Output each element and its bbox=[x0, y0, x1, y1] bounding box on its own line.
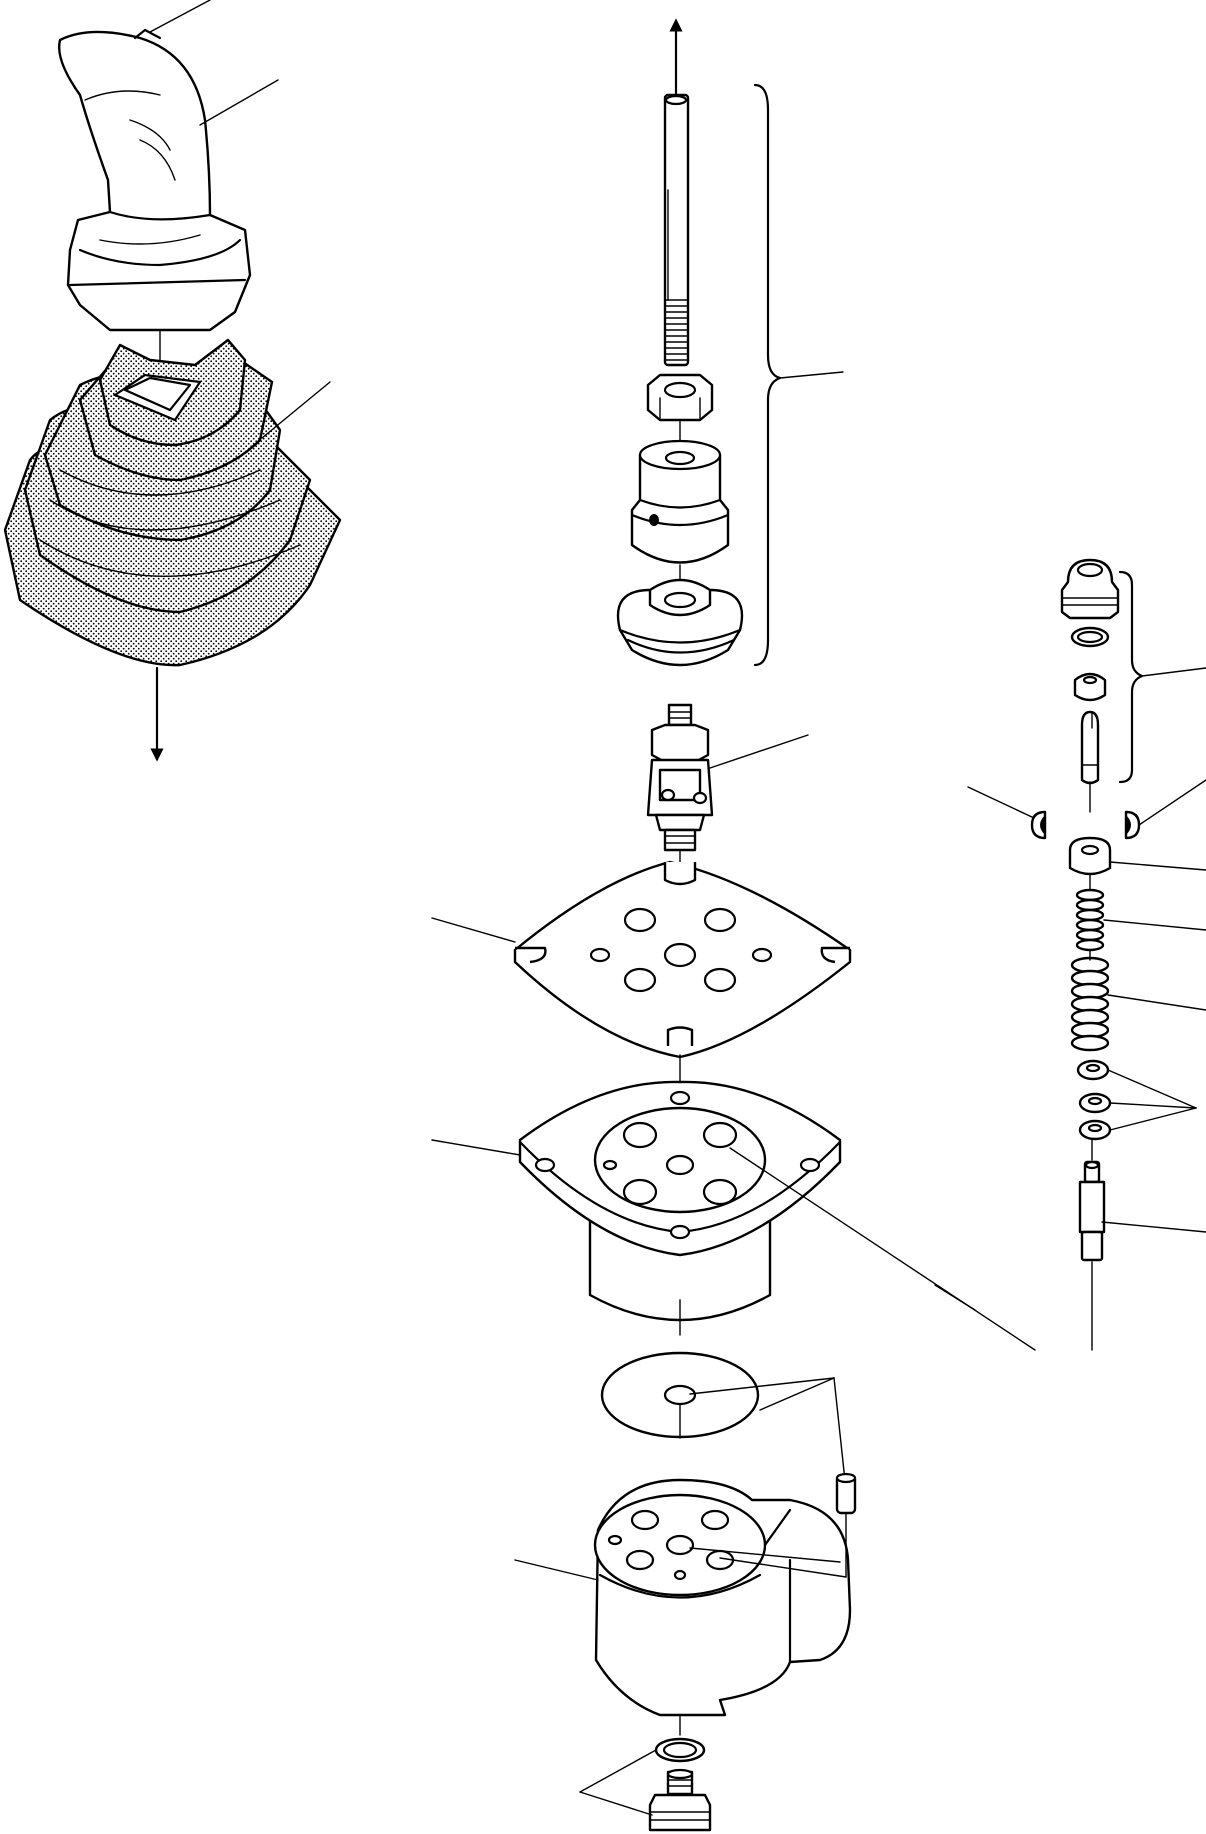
bottom-fitting bbox=[579, 1737, 712, 1832]
gasket-disc bbox=[600, 1351, 847, 1491]
inner-spring bbox=[1075, 888, 1206, 952]
spool bbox=[1078, 1160, 1206, 1351]
shim-washers bbox=[1076, 1059, 1197, 1141]
cam-plate bbox=[431, 860, 852, 1059]
split-collets bbox=[967, 779, 1206, 840]
locating-pin bbox=[835, 1472, 857, 1515]
universal-joint bbox=[646, 703, 809, 852]
plunger-stack bbox=[967, 558, 1206, 1351]
assembly-brace bbox=[753, 83, 782, 667]
joystick-grip bbox=[58, 0, 279, 332]
rubber-boot bbox=[3, 338, 342, 667]
adjuster-collar bbox=[630, 439, 730, 564]
rod-thread bbox=[664, 299, 689, 361]
seal-cup bbox=[616, 578, 744, 667]
outer-spring bbox=[1070, 956, 1206, 1052]
valve-housing bbox=[431, 1080, 1036, 1351]
valve-body bbox=[514, 1478, 852, 1717]
rod-assembly bbox=[616, 18, 844, 667]
hex-nut bbox=[646, 373, 714, 422]
